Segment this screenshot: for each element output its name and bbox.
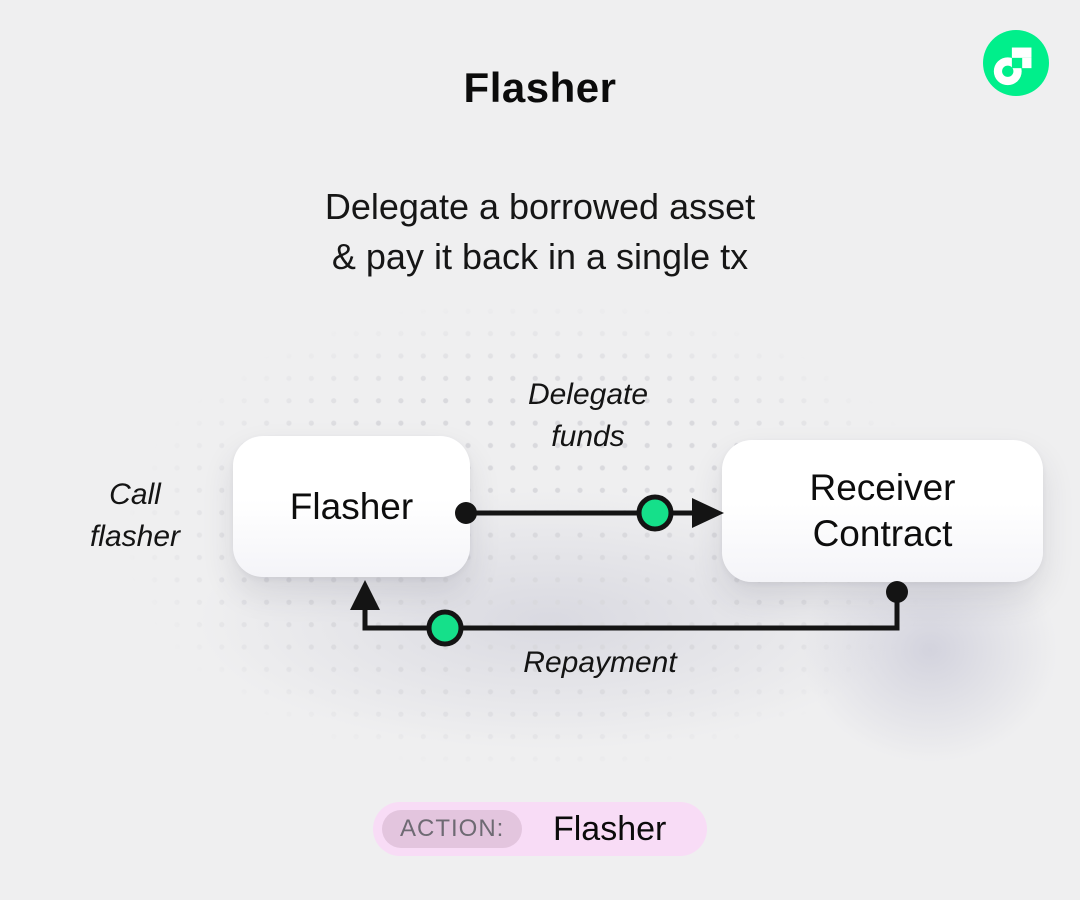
delegate-line-2: funds (551, 420, 625, 453)
action-badge-chip: ACTION: (382, 810, 523, 848)
flow-logo-icon (983, 30, 1049, 96)
receiver-line-1: Receiver (809, 467, 956, 508)
call-flasher-line-2: flasher (89, 520, 181, 553)
call-flasher-line-1: Call (109, 478, 161, 511)
repayment-label: Repayment (523, 646, 677, 679)
flasher-node-label: Flasher (289, 485, 414, 527)
call-flasher-label: Call flasher (40, 474, 230, 558)
subtitle-line-2: & pay it back in a single tx (331, 236, 749, 277)
delegate-funds-label: Delegate funds (478, 374, 698, 458)
subtitle-line-1: Delegate a borrowed asset (324, 186, 756, 227)
delegate-line-1: Delegate (527, 378, 649, 411)
action-badge-value: Flasher (552, 809, 667, 848)
receiver-contract-node: Receiver Contract (722, 440, 1043, 582)
action-badge: ACTION: Flasher (373, 802, 707, 856)
page-title: Flasher (463, 64, 617, 111)
receiver-line-2: Contract (812, 513, 953, 554)
flasher-node: Flasher (233, 436, 470, 577)
receiver-node-label: Receiver Contract (810, 465, 956, 557)
page-subtitle: Delegate a borrowed asset & pay it back … (0, 182, 1080, 282)
